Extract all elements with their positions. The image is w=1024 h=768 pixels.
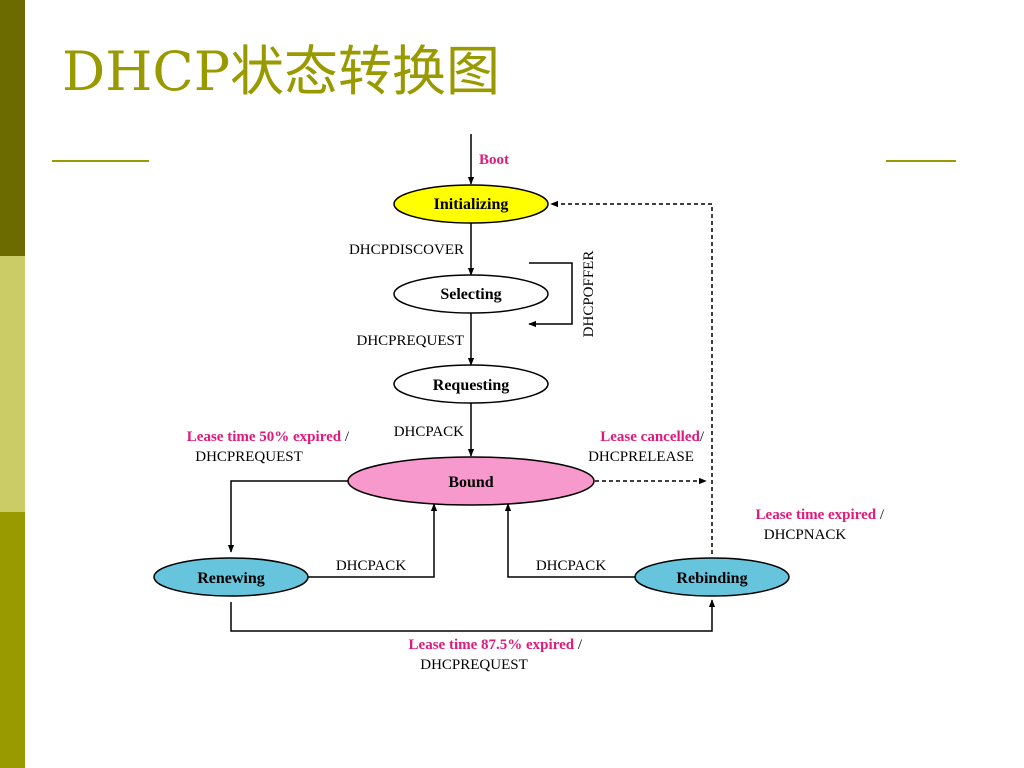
sidebar-band-top xyxy=(0,0,25,256)
rebinding-ack-arrow xyxy=(504,503,635,578)
rebind-dhcpack-label: DHCPACK xyxy=(536,558,606,574)
state-initializing: Initializing xyxy=(393,184,549,224)
state-renewing-shape xyxy=(153,557,309,597)
state-initializing-shape xyxy=(393,184,549,224)
state-rebinding: Rebinding xyxy=(634,557,790,597)
state-selecting-label: Selecting xyxy=(440,286,501,303)
bound-to-renewing-arrow xyxy=(227,480,350,553)
dhcpack-request-label: DHCPACK xyxy=(394,424,464,440)
renew-dhcpack-label: DHCPACK xyxy=(336,558,406,574)
state-selecting: Selecting xyxy=(393,274,549,314)
dhcpnack-label: DHCPNACK xyxy=(764,527,847,543)
offer-self-loop-arrow xyxy=(528,262,573,328)
renewing-to-rebinding-arrow xyxy=(230,599,716,632)
sidebar-band-bottom xyxy=(0,512,25,768)
state-selecting-shape xyxy=(393,274,549,314)
lease-expired-label: Lease time expired / xyxy=(756,507,885,523)
state-initializing-label: Initializing xyxy=(434,196,509,213)
state-rebinding-shape xyxy=(634,557,790,597)
dhcpoffer-label: DHCPOFFER xyxy=(581,251,597,338)
lease50-label: Lease time 50% expired / xyxy=(187,429,350,445)
expired-dashed-arrow xyxy=(550,200,713,554)
title-rule-left xyxy=(52,160,149,162)
state-bound-shape xyxy=(347,456,595,506)
state-bound-label: Bound xyxy=(448,474,493,491)
boot-label: Boot xyxy=(479,152,509,168)
lease875-label: Lease time 87.5% expired / xyxy=(409,637,583,653)
slide-title: DHCP状态转换图 xyxy=(62,40,501,103)
renewing-ack-arrow xyxy=(307,503,438,578)
state-renewing: Renewing xyxy=(153,557,309,597)
title-rule-right xyxy=(886,160,956,162)
state-rebinding-label: Rebinding xyxy=(676,570,747,587)
state-requesting-shape xyxy=(393,364,549,404)
lease50-request-label: DHCPREQUEST xyxy=(195,449,303,465)
dhcprelease-label: DHCPRELEASE xyxy=(588,449,694,465)
state-bound: Bound xyxy=(347,456,595,506)
lease-cancelled-label: Lease cancelled/ xyxy=(600,429,705,445)
state-renewing-label: Renewing xyxy=(197,570,265,587)
sidebar-band-middle xyxy=(0,256,25,512)
dhcpdiscover-label: DHCPDISCOVER xyxy=(349,242,464,258)
lease875-request-label: DHCPREQUEST xyxy=(420,657,528,673)
state-requesting-label: Requesting xyxy=(433,377,509,394)
state-requesting: Requesting xyxy=(393,364,549,404)
dhcprequest-label: DHCPREQUEST xyxy=(356,333,464,349)
